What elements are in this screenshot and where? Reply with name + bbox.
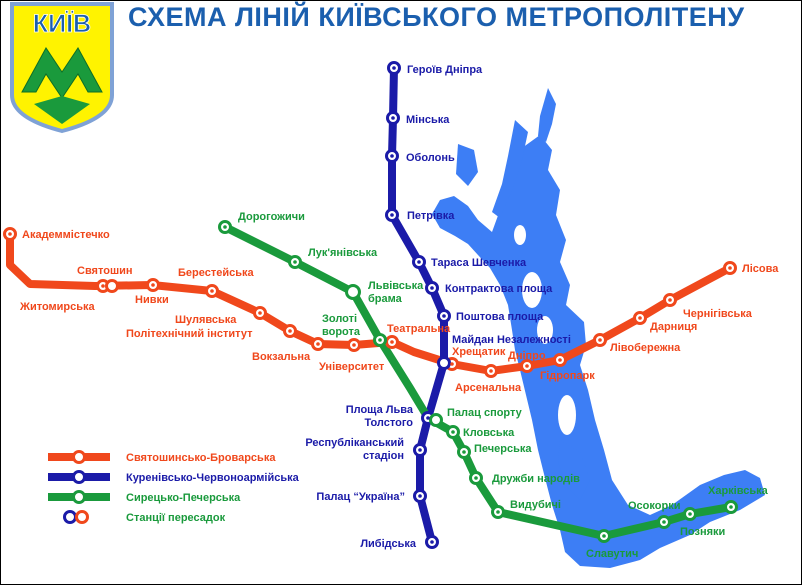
page-title: СХЕМА ЛІНІЙ КИЇВСЬКОГО МЕТРОПОЛІТЕНУ <box>128 2 745 32</box>
green-line-track <box>223 223 732 540</box>
station-center-dots <box>8 66 733 544</box>
kyiv-metro-logo: КИЇВ <box>10 2 114 134</box>
station-label-line: стадіон <box>363 450 404 462</box>
legend-green-label: Сирецько-Печерська <box>126 492 241 504</box>
station-label: Університет <box>319 361 385 373</box>
station-label: Позняки <box>680 526 725 538</box>
logo-text: КИЇВ <box>33 10 91 38</box>
metro-m-icon <box>21 47 103 99</box>
station-label: Палац спорту <box>447 407 523 419</box>
station-label: Житомирська <box>19 301 96 313</box>
river-north-channel <box>492 120 528 218</box>
station-marker[interactable] <box>429 413 443 427</box>
station-label: Печерська <box>474 443 532 455</box>
river-south-bay <box>558 440 590 500</box>
river-island <box>514 225 526 245</box>
river-main <box>432 135 765 568</box>
station-label: Либідська <box>360 538 417 550</box>
river-island <box>537 316 553 344</box>
blue-line-labels: Героїв Дніпра Мінська Оболонь Петрівка Т… <box>305 64 571 550</box>
station-label: Тараса Шевченка <box>431 257 527 269</box>
station-label: Контрактова площа <box>445 283 553 295</box>
station-label: Дарниця <box>650 321 697 333</box>
river-island <box>522 272 542 308</box>
station-label: Поштова площа <box>456 311 544 323</box>
station-label-line: Львівська <box>368 280 424 292</box>
legend-green-station-icon <box>72 490 86 504</box>
station-label: Харківська <box>708 485 769 497</box>
station-label: Петрівка <box>407 210 455 222</box>
legend-red-station-icon <box>72 450 86 464</box>
river-islands-west <box>456 144 478 186</box>
chestnut-leaf-icon <box>34 96 90 124</box>
station-label: Лук'янівська <box>308 247 378 259</box>
station-label-line: Золоті <box>322 313 357 325</box>
legend-blue-label: Куренівсько-Червоноармійська <box>126 472 300 484</box>
legend-transfer-label: Станції пересадок <box>126 512 226 524</box>
station-label: Берестейська <box>178 267 254 279</box>
legend: Святошинсько-Броварська Куренівсько-Черв… <box>48 450 300 524</box>
station-label-line: Толстого <box>364 417 413 429</box>
legend-transfer-icon <box>63 510 77 524</box>
station-marker[interactable] <box>437 356 451 370</box>
station-label: Славутич <box>586 548 638 560</box>
station-label: Хрещатик <box>452 346 506 358</box>
station-label: Чернігівська <box>683 308 753 320</box>
station-label-line: ворота <box>322 326 361 338</box>
dnipro-river <box>432 88 765 568</box>
station-label: Дніпро <box>508 350 546 362</box>
station-label: Лівобережна <box>610 342 681 354</box>
station-label: Арсенальна <box>455 382 522 394</box>
legend-red-label: Святошинсько-Броварська <box>126 452 276 464</box>
station-label: Оболонь <box>406 152 455 164</box>
station-label-line: Республіканський <box>305 437 404 449</box>
station-label: Осокорки <box>628 500 680 512</box>
station-label: Героїв Дніпра <box>407 64 483 76</box>
station-label: Святошин <box>77 265 133 277</box>
river-island <box>558 395 576 435</box>
station-label-line: Площа Льва <box>346 404 414 416</box>
legend-transfer-icon <box>75 510 89 524</box>
logo-shield <box>10 2 114 134</box>
station-label: Вокзальна <box>252 351 311 363</box>
station-label: Палац “Україна” <box>316 491 405 503</box>
station-label-line: брама <box>368 293 403 305</box>
station-label: Мінська <box>406 114 450 126</box>
station-label: Театральна <box>387 323 451 335</box>
station-label: Дорогожичи <box>238 211 305 223</box>
station-label: Академмістечко <box>22 229 110 241</box>
station-label: Гідропарк <box>540 370 595 382</box>
river-east-arm <box>538 88 556 142</box>
red-line-labels: Академмістечко Житомирська Святошин Нивк… <box>19 229 779 394</box>
station-label: Кловська <box>463 427 515 439</box>
station-label: Дружби народів <box>492 473 580 485</box>
station-label: Лісова <box>742 263 779 275</box>
station-marker[interactable] <box>105 279 119 293</box>
station-label: Видубичі <box>510 499 561 511</box>
station-label: Нивки <box>135 294 169 306</box>
legend-blue-station-icon <box>72 470 86 484</box>
station-label: Політехнічний інститут <box>126 328 253 340</box>
station-label: Майдан Незалежності <box>452 334 571 346</box>
station-label: Шулявська <box>175 314 237 326</box>
station-marker[interactable] <box>345 284 361 300</box>
